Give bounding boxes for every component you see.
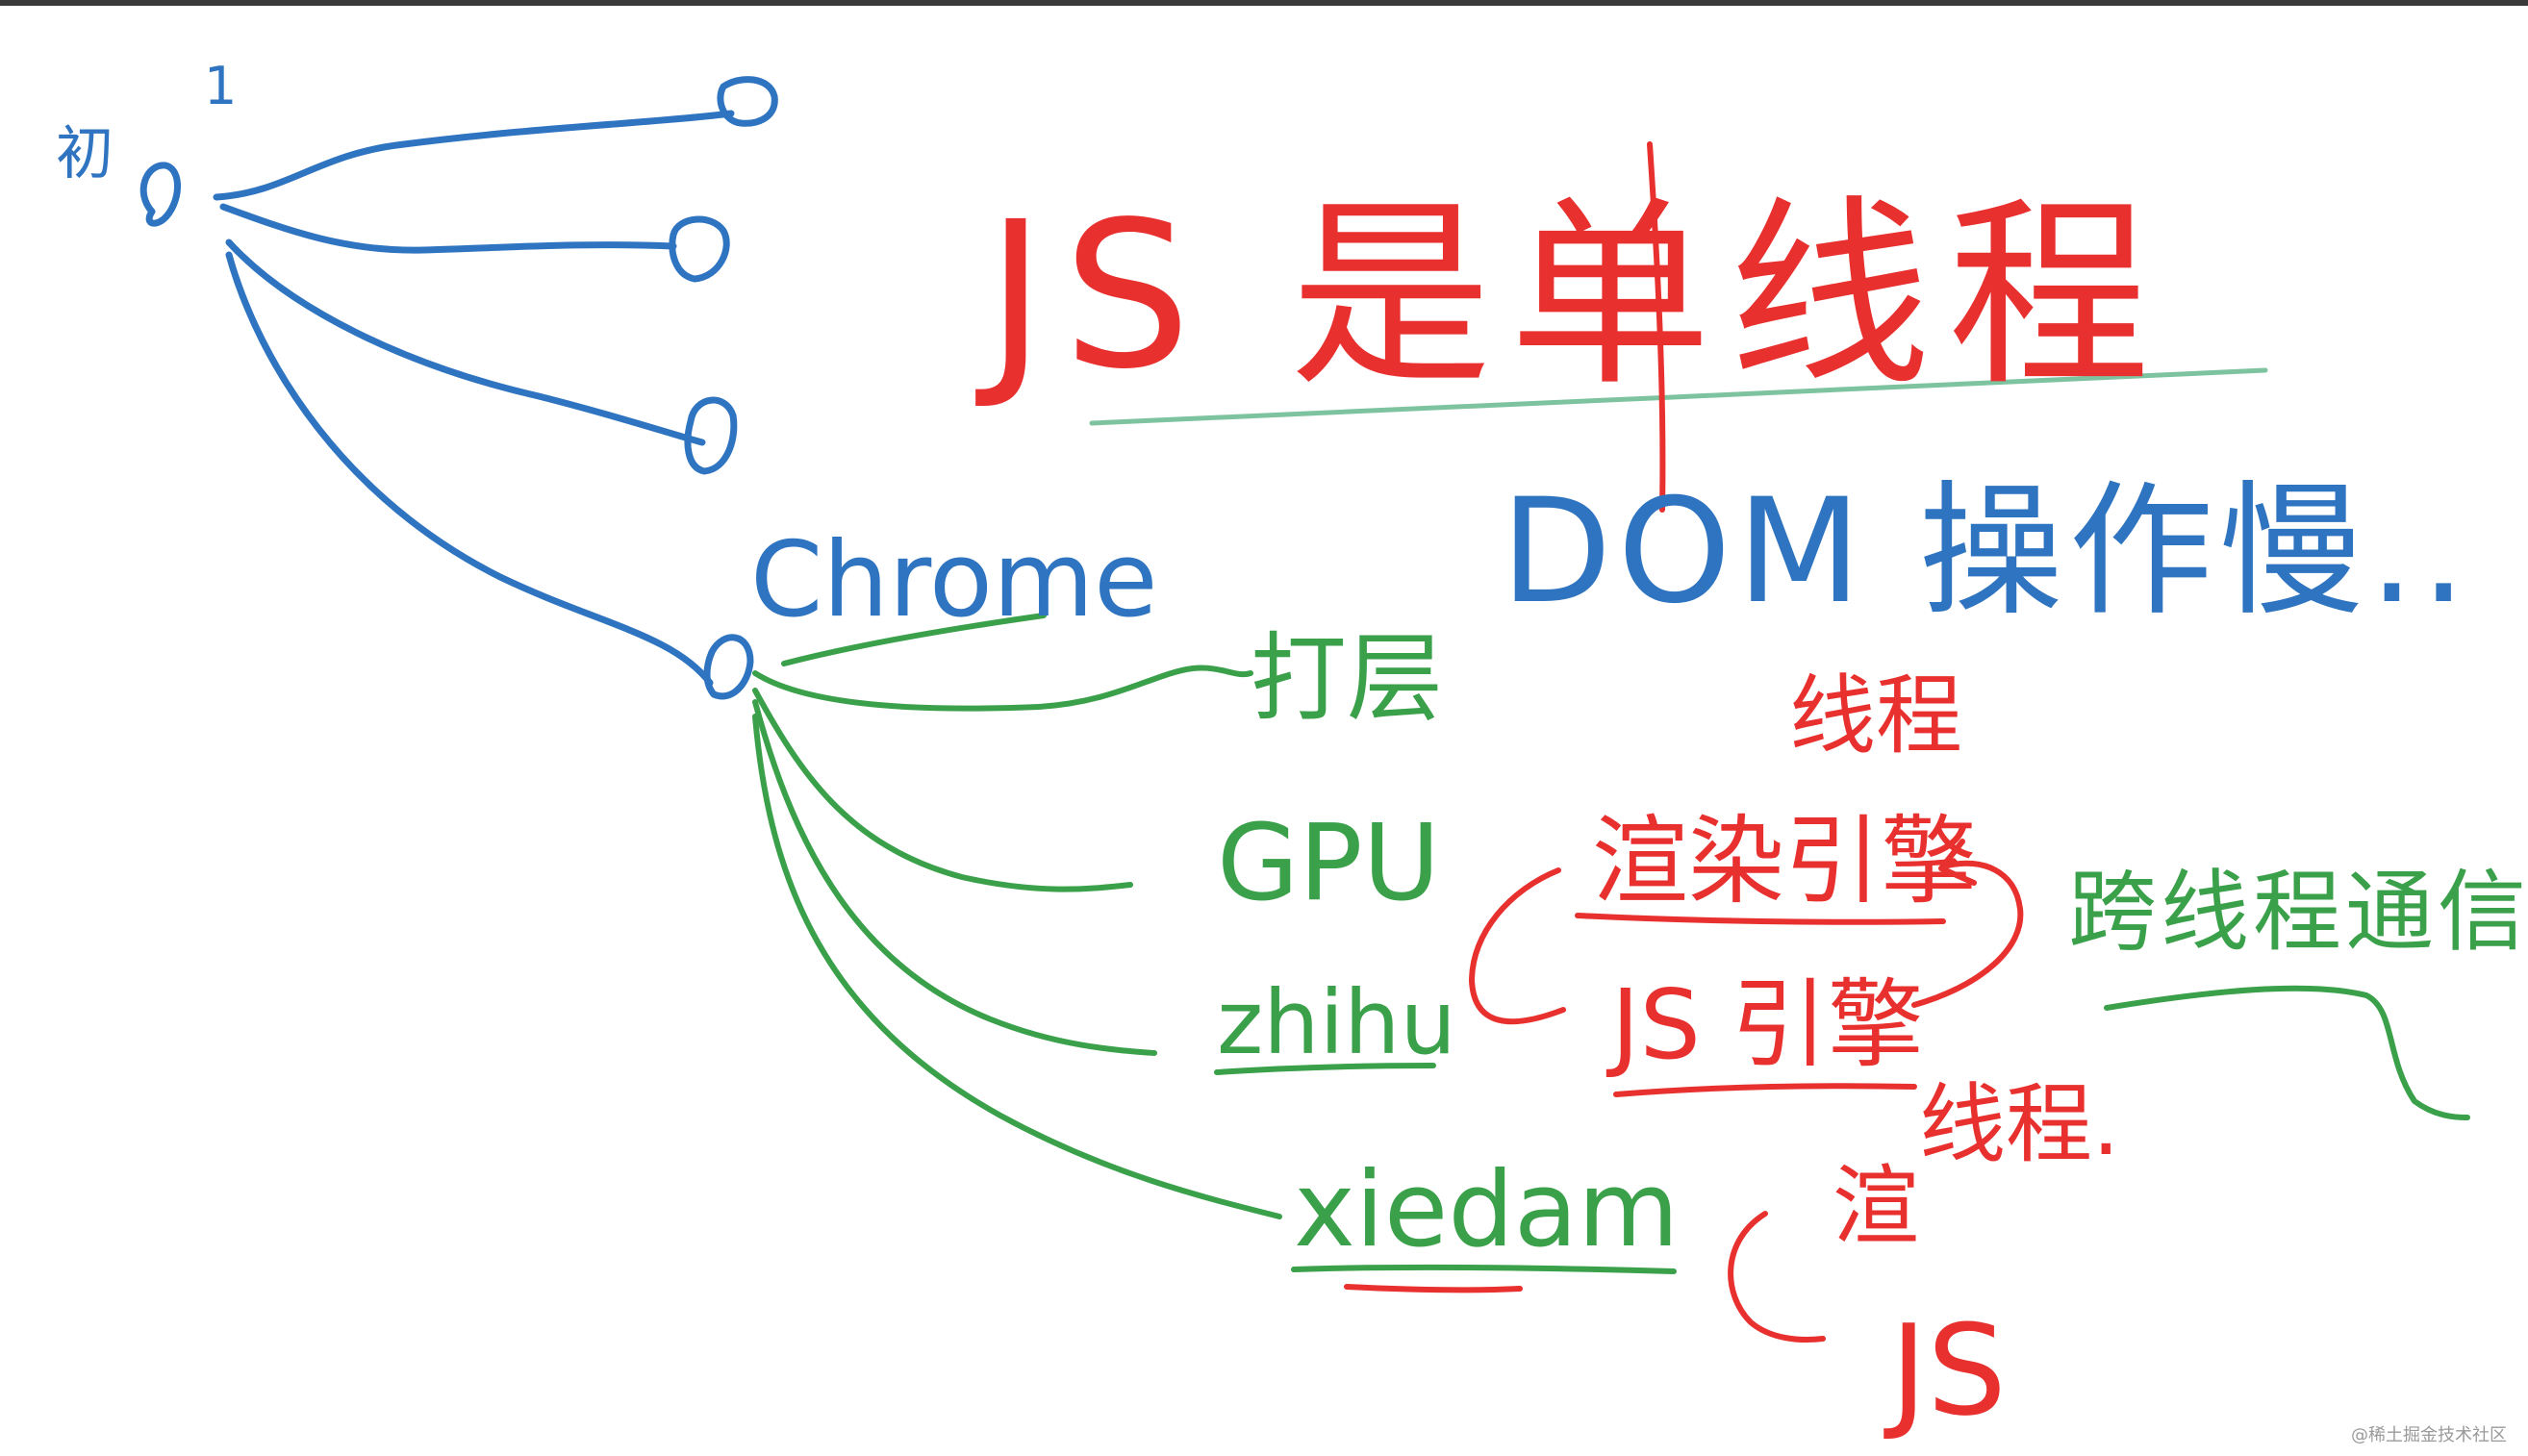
- edge-to-xiedam: [752, 714, 1282, 1219]
- chrome-label: Chrome: [750, 520, 1158, 640]
- node-1: [717, 76, 778, 127]
- chrome-underline: [781, 613, 1047, 666]
- label-xiedam: xiedam: [1294, 1150, 1679, 1270]
- edge-to-gpu: [752, 688, 1133, 892]
- label-thread-bottom: 线程.: [1919, 1074, 2120, 1175]
- engine-arrow-curve: [1911, 860, 2024, 1008]
- render-engine-underline: [1575, 913, 1946, 925]
- label-init: 初: [56, 120, 114, 188]
- node-3: [684, 396, 738, 475]
- edge-to-chrome-node: [225, 251, 714, 687]
- xiedam-red-underline: [1344, 1284, 1523, 1293]
- zhihu-underline: [1214, 1063, 1436, 1075]
- title-vertical-stroke: [1647, 141, 1666, 513]
- label-zhihu: zhihu: [1217, 971, 1456, 1074]
- root-node: [139, 162, 181, 227]
- blue-tree: [139, 76, 778, 700]
- label-render-short: 渲: [1833, 1156, 1919, 1257]
- node-2: [669, 215, 730, 283]
- js-engine-underline: [1613, 1083, 1917, 1097]
- watermark-text: @稀土掘金技术社区: [2351, 1425, 2507, 1445]
- edge-to-proc-1: [752, 665, 1253, 712]
- label-js-short: JS: [1883, 1297, 2007, 1443]
- chrome-node: [703, 634, 754, 700]
- label-js-engine: JS 引擎: [1605, 968, 1924, 1081]
- green-branches: [752, 665, 2470, 1274]
- title-text: JS 是单线程: [975, 178, 2167, 414]
- subtitle-text: DOM 操作慢..: [1501, 468, 2472, 636]
- red-marks: [1344, 141, 2024, 1343]
- engine-arrow-head: [1938, 839, 1977, 886]
- zhihu-bracket: [1469, 867, 1566, 1025]
- comm-underline: [2104, 985, 2470, 1120]
- edge-to-node-1: [213, 110, 735, 201]
- top-bar: [0, 0, 2528, 6]
- title-underline: [1089, 367, 2268, 426]
- xiedam-underline: [1291, 1264, 1677, 1274]
- label-one: 1: [204, 56, 237, 116]
- edge-to-node-2: [219, 203, 677, 254]
- label-thread-top: 线程: [1789, 665, 1962, 766]
- label-render-engine: 渲染引擎: [1592, 805, 1977, 917]
- label-cross-thread-comm: 跨线程通信: [2068, 861, 2528, 964]
- label-proc-1: 打层: [1251, 622, 1443, 735]
- edge-to-node-3: [225, 238, 706, 446]
- xiedam-bracket: [1728, 1211, 1826, 1343]
- label-gpu: GPU: [1217, 801, 1440, 924]
- edge-to-zhihu: [752, 699, 1157, 1056]
